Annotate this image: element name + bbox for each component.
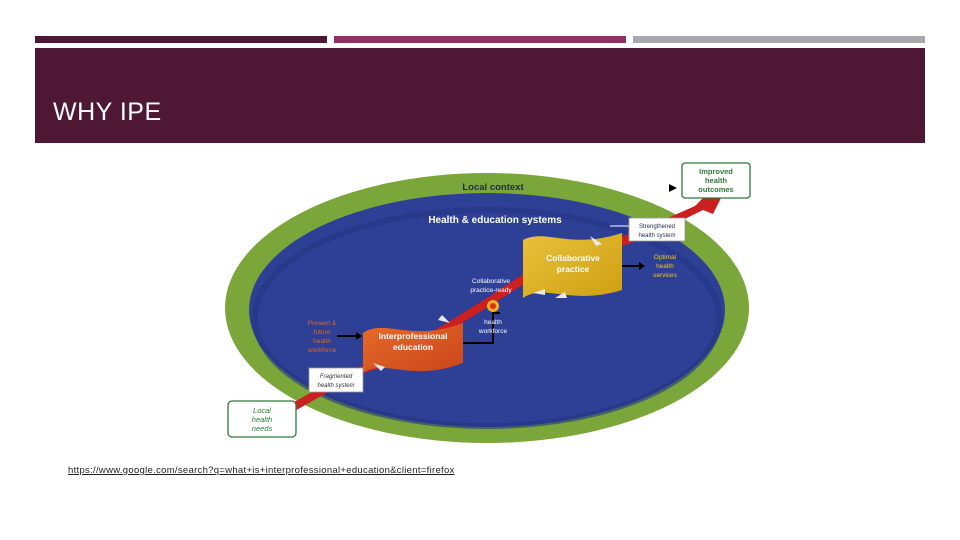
improved-line3: outcomes — [698, 185, 733, 194]
ipe-banner-line2: education — [393, 342, 433, 352]
collab-ready-line1: Collaborative — [472, 278, 510, 285]
top-accent-bar-2 — [334, 36, 626, 43]
slide-title: WHY IPE — [53, 98, 162, 126]
swirl-arrow-4 — [590, 236, 602, 246]
improved-line2: health — [705, 176, 728, 185]
present-future-line1: Present & — [308, 320, 337, 327]
top-accent-bar-1 — [35, 36, 327, 43]
workforce-connector — [463, 312, 500, 344]
diagram-svg: Local context Health & education systems… — [225, 162, 751, 443]
ipe-banner-line1: Interprofessional — [379, 331, 448, 341]
improved-outcomes-box — [681, 162, 751, 199]
collab-banner-line1: Collaborative — [546, 253, 600, 263]
present-future-line4: workforce — [307, 347, 337, 354]
ipe-framework-diagram: Local context Health & education systems… — [225, 158, 760, 443]
oval-bottom-shade — [252, 207, 722, 429]
swirl-arrow-2 — [438, 315, 450, 323]
local-needs-line3: needs — [252, 424, 273, 433]
strengthened-line2: health system — [638, 233, 675, 239]
health-education-label: Health & education systems — [428, 215, 562, 226]
starburst-core — [490, 303, 496, 309]
optimal-services-line3: services — [653, 272, 678, 279]
workforce-arrowhead — [356, 332, 362, 340]
top-accent-bar-3 — [633, 36, 925, 43]
swirl-arrow-1 — [373, 363, 385, 371]
optimal-services-line1: Optimal — [654, 254, 677, 261]
strengthened-line1: Strengthened — [639, 224, 675, 230]
optimal-services-line2: health — [656, 263, 674, 270]
local-needs-line2: health — [252, 415, 272, 424]
swirl-arrow-3 — [533, 289, 545, 295]
title-banner: WHY IPE — [35, 48, 925, 143]
present-future-line3: health — [313, 338, 331, 345]
collab-banner-line2: practice — [557, 264, 590, 274]
present-future-line2: future — [314, 329, 331, 336]
local-needs-line1: Local — [253, 406, 271, 415]
local-context-label: Local context — [462, 182, 524, 193]
fragmented-line2: health system — [317, 383, 354, 389]
fragmented-box — [308, 367, 364, 393]
collab-ready-line2: practice-ready — [470, 287, 512, 294]
improved-outcomes-arrowhead — [669, 184, 677, 192]
local-needs-box — [227, 400, 297, 438]
health-workforce-line1: health — [484, 319, 502, 326]
improved-line1: Improved — [699, 167, 733, 176]
optimal-services-arrowhead — [639, 262, 645, 270]
strengthened-box — [628, 217, 686, 242]
fragmented-line1: Fragmented — [320, 374, 353, 380]
swirl-arrow-5 — [555, 292, 567, 298]
ipe-banner — [363, 323, 463, 373]
source-link[interactable]: https://www.google.com/search?q=what+is+… — [68, 465, 455, 476]
collaborative-practice-banner — [523, 233, 622, 298]
health-workforce-line2: workforce — [478, 328, 508, 335]
